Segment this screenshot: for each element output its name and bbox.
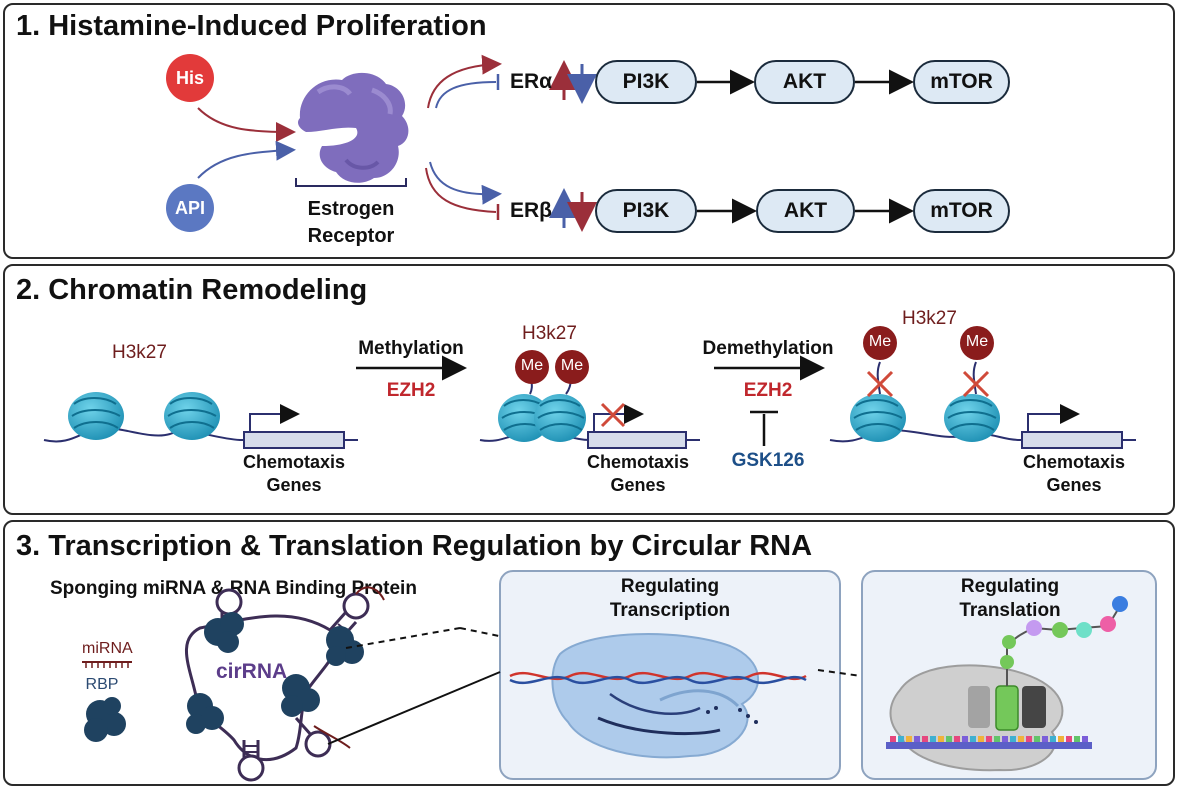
receptor-label-line1: Estrogen bbox=[307, 198, 395, 220]
transcription-title-line1: Regulating bbox=[620, 576, 720, 597]
removed-cross-1 bbox=[866, 370, 894, 398]
demethylation-label: Demethylation bbox=[702, 338, 834, 359]
histamine-circle: His bbox=[166, 54, 214, 102]
translation-title-line2: Translation bbox=[959, 600, 1061, 621]
activation-arrow-er-beta bbox=[429, 161, 502, 205]
methyl-label-2: Me bbox=[560, 357, 584, 374]
h3k27-label-2: H3k27 bbox=[522, 323, 577, 344]
estrogen-receptor-protein bbox=[298, 72, 409, 183]
amino-acid-6 bbox=[1100, 616, 1116, 632]
genes-label-3-line1: Chemotaxis bbox=[1022, 452, 1126, 472]
translation-title-line1: Regulating bbox=[960, 576, 1060, 597]
receptor-label-line2: Receptor bbox=[307, 225, 395, 247]
transcription-title-line2: Transcription bbox=[609, 600, 731, 621]
gene-box-1 bbox=[243, 431, 345, 449]
tss-arrow-2 bbox=[593, 404, 644, 432]
nucleosome-4 bbox=[534, 394, 586, 442]
genes-label-2-line1: Chemotaxis bbox=[586, 452, 690, 472]
methyl-mark-2 bbox=[555, 350, 589, 384]
api-to-receptor-arrow bbox=[197, 140, 296, 179]
methyl-label-4: Me bbox=[965, 333, 989, 350]
gene-box-3 bbox=[1021, 431, 1123, 449]
amino-acid-4 bbox=[1052, 622, 1068, 638]
his-to-receptor-arrow bbox=[197, 107, 296, 142]
akt-node-alpha: AKT bbox=[754, 60, 855, 104]
amino-acid-2 bbox=[1002, 635, 1016, 649]
ezh2-label-2: EZH2 bbox=[743, 380, 793, 401]
receptor-bracket bbox=[295, 178, 407, 187]
tss-arrow-1 bbox=[249, 404, 300, 432]
methylation-label: Methylation bbox=[358, 338, 464, 359]
panel1-title: 1. Histamine-Induced Proliferation bbox=[16, 10, 487, 42]
er-alpha-label: ERα bbox=[510, 70, 553, 93]
removed-cross-2 bbox=[962, 370, 990, 398]
amino-acid-1 bbox=[1000, 655, 1014, 669]
methyl-mark-4 bbox=[960, 326, 994, 360]
dna-strand-blue bbox=[509, 675, 807, 685]
cirrna-label: cirRNA bbox=[216, 660, 288, 683]
h3k27-label-1: H3k27 bbox=[112, 342, 167, 363]
nucleosome-5 bbox=[850, 394, 906, 442]
methyl-label-1: Me bbox=[520, 357, 544, 374]
mrna-strand bbox=[886, 742, 1092, 749]
amino-acid-5 bbox=[1076, 622, 1092, 638]
akt-node-beta: AKT bbox=[756, 189, 855, 233]
panel3-title: 3. Transcription & Translation Regulatio… bbox=[16, 530, 813, 562]
pi3k-node-alpha: PI3K bbox=[595, 60, 697, 104]
panel2-title: 2. Chromatin Remodeling bbox=[16, 274, 368, 306]
amino-acid-3 bbox=[1026, 620, 1042, 636]
mirna-legend-label: miRNA bbox=[82, 640, 133, 657]
inhibition-er-beta bbox=[425, 167, 497, 213]
genes-label-3-line2: Genes bbox=[1046, 475, 1102, 495]
methyl-label-3: Me bbox=[868, 333, 892, 350]
tss-arrow-3 bbox=[1027, 404, 1080, 432]
rna-polymerase bbox=[551, 633, 759, 759]
er-beta-label: ERβ bbox=[510, 199, 552, 222]
nucleosome-6 bbox=[944, 394, 1000, 442]
rna-transcript bbox=[609, 692, 701, 715]
rbp-legend-protein bbox=[84, 697, 126, 742]
mtor-node-beta: mTOR bbox=[913, 189, 1010, 233]
gene-box-2 bbox=[587, 431, 687, 449]
inhibition-er-alpha bbox=[435, 81, 497, 109]
sponging-label: Sponging miRNA & RNA Binding Protein bbox=[50, 578, 417, 599]
mtor-node-alpha: mTOR bbox=[913, 60, 1010, 104]
nucleosome-2 bbox=[164, 392, 220, 440]
api-circle: API bbox=[166, 184, 214, 232]
nucleosome-1 bbox=[68, 392, 124, 440]
methyl-mark-1 bbox=[515, 350, 549, 384]
methyl-mark-3 bbox=[863, 326, 897, 360]
ezh2-label-1: EZH2 bbox=[386, 380, 436, 401]
h3k27-label-3: H3k27 bbox=[902, 308, 957, 329]
trna-green bbox=[995, 685, 1019, 731]
blocked-cross bbox=[600, 402, 626, 428]
rbp-legend-label: RBP bbox=[85, 676, 119, 693]
mrna-codons bbox=[890, 736, 1088, 742]
amino-acid-7 bbox=[1112, 596, 1128, 612]
genes-label-1-line2: Genes bbox=[266, 475, 322, 495]
genes-label-1-line1: Chemotaxis bbox=[242, 452, 346, 472]
pi3k-node-beta: PI3K bbox=[595, 189, 697, 233]
gsk126-label: GSK126 bbox=[731, 450, 805, 471]
genes-label-2-line2: Genes bbox=[610, 475, 666, 495]
activation-arrow-er-alpha bbox=[427, 54, 502, 109]
